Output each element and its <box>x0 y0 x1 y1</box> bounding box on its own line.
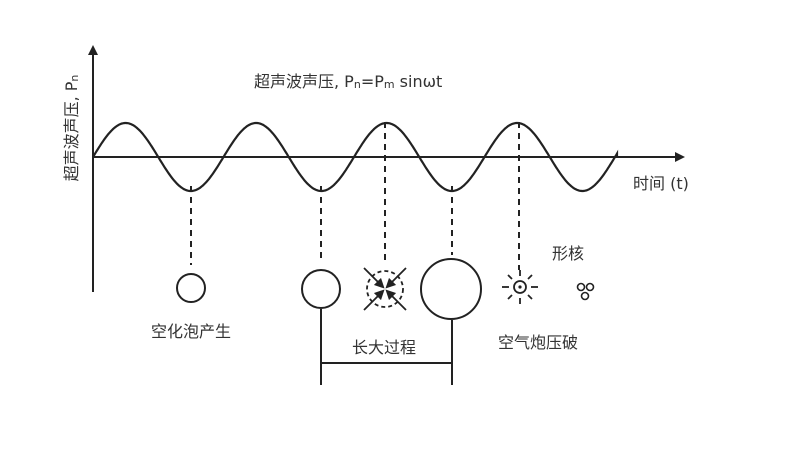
pressure-formula: 超声波声压, Pn=Pm sinωt <box>254 72 443 91</box>
label-growth: 长大过程 <box>352 338 417 357</box>
label-collapse: 空气炮压破 <box>498 333 579 352</box>
collapse-burst-icon <box>502 270 538 304</box>
nuclei-dots <box>576 282 595 301</box>
x-axis-label: 时间 (t) <box>633 174 689 193</box>
bubble-growing <box>301 269 341 309</box>
growth-bracket <box>320 309 453 385</box>
label-nuclei: 形核 <box>552 244 585 263</box>
label-formation: 空化泡产生 <box>151 322 232 341</box>
bubble-initial <box>176 273 206 303</box>
bubble-compressed <box>363 267 407 311</box>
bubble-large <box>420 258 482 320</box>
y-axis-label: 超声波声压, Pn <box>62 74 81 182</box>
pressure-wave <box>92 121 619 193</box>
